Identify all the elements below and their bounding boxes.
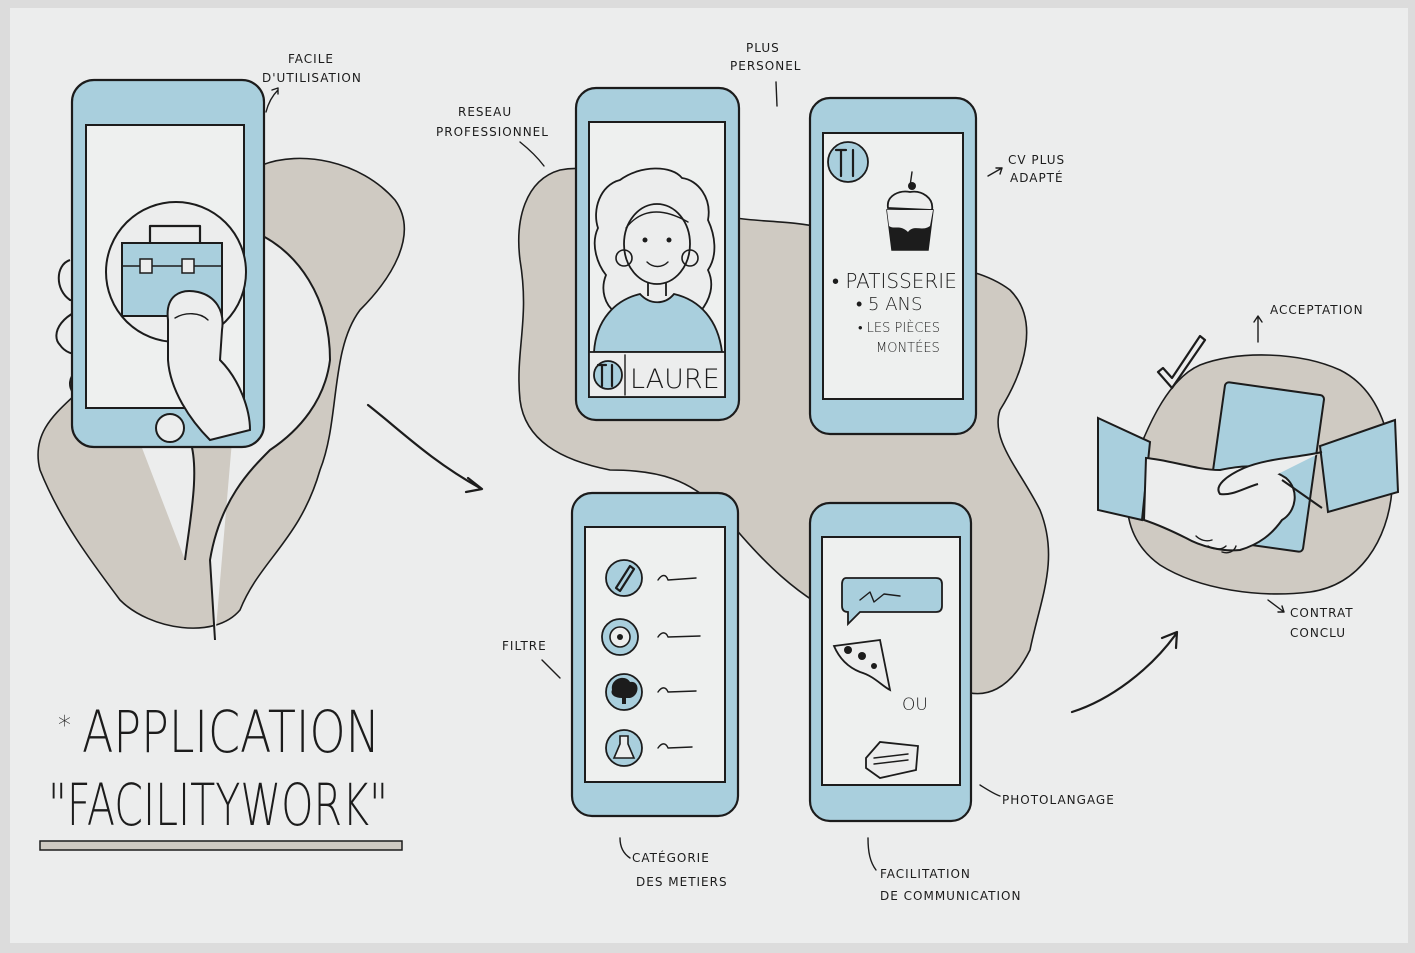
profile-name: LAURE	[630, 364, 720, 395]
phone-in-hand: FACILE D'UTILISATION	[37, 52, 406, 641]
pencil-icon	[605, 559, 643, 597]
annotation-photolangage: PHOTOLANGAGE	[1002, 793, 1115, 807]
cv-item-2: • 5 ANS	[856, 294, 922, 315]
title-line2: "FACILITYWORK"	[48, 771, 388, 839]
phone-categories	[570, 491, 740, 818]
annotation-categorie-1: CATÉGORIE	[632, 850, 710, 865]
checkmark-icon	[1156, 334, 1207, 390]
chat-bubble	[841, 577, 943, 627]
annotation-cv-2: ADAPTÉ	[1010, 170, 1064, 185]
ball-icon	[601, 618, 639, 656]
chef-icon	[827, 141, 869, 183]
arrow-photo	[979, 784, 1001, 797]
app-title: * APPLICATION "FACILITYWORK"	[39, 698, 403, 851]
annotation-facile-2: D'UTILISATION	[262, 71, 362, 85]
cv-item-1: • PATISSERIE	[832, 269, 957, 293]
phone-profile: LAURE	[574, 86, 741, 422]
thumb	[166, 290, 252, 442]
annotation-contrat-1: CONTRAT	[1290, 606, 1354, 620]
arrow-acceptation	[1253, 315, 1263, 343]
chef-icon	[593, 360, 623, 390]
arrow-reseau	[519, 141, 545, 167]
arrow-filtre	[541, 659, 561, 679]
title-star: *	[58, 711, 71, 741]
contract-handshake: ACCEPTATION CONTRAT CONCLU	[1097, 303, 1400, 640]
annotation-cv-1: CV PLUS	[1008, 153, 1065, 167]
handshake-icon	[1097, 416, 1400, 554]
cv-list: • PATISSERIE • 5 ANS • LES PIÈCES MONTÉE…	[832, 269, 957, 356]
cv-item-3: • LES PIÈCES	[858, 320, 940, 336]
phone-cv: • PATISSERIE • 5 ANS • LES PIÈCES MONTÉE…	[808, 96, 978, 436]
pizza-icon	[832, 638, 892, 692]
annotation-contrat-2: CONCLU	[1290, 626, 1346, 640]
home-button	[155, 413, 185, 443]
arrow-categorie	[619, 837, 631, 859]
arrow-contrat	[1267, 599, 1285, 613]
annotation-acceptation: ACCEPTATION	[1270, 303, 1364, 317]
arrow-plus	[775, 81, 778, 107]
annotation-categorie-2: DES METIERS	[636, 875, 728, 889]
phone-communication: OU	[808, 501, 973, 823]
title-line1: APPLICATION	[82, 698, 380, 766]
annotation-reseau-1: RESEAU	[458, 105, 512, 119]
woman-portrait	[593, 167, 724, 353]
cv-item-4: MONTÉES	[876, 340, 940, 356]
annotation-plus-1: PLUS	[746, 41, 780, 55]
arrow-facilitation	[867, 837, 877, 871]
annotation-facilitation-2: DE COMMUNICATION	[880, 889, 1021, 903]
annotation-filtre: FILTRE	[502, 639, 547, 653]
tile-icon	[865, 741, 919, 779]
cupcake-icon	[886, 171, 934, 251]
title-underline	[39, 840, 403, 851]
tree-icon	[605, 673, 643, 711]
chat-or: OU	[902, 695, 928, 715]
arrow-to-contract	[1070, 630, 1179, 714]
flask-icon	[605, 729, 643, 767]
annotation-plus-2: PERSONEL	[730, 59, 801, 73]
arrow-cv	[987, 167, 1003, 177]
annotation-facile-1: FACILE	[288, 52, 334, 66]
annotation-reseau-2: PROFESSIONNEL	[436, 125, 549, 139]
arrow-to-screens	[366, 403, 484, 494]
annotation-facilitation-1: FACILITATION	[880, 867, 971, 881]
arrow-facile	[265, 87, 279, 113]
